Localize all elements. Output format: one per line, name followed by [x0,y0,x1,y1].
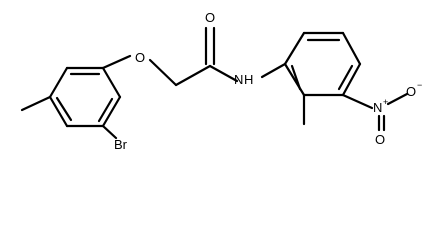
bond [283,31,306,66]
double-bond-inner [97,97,114,123]
molecule-diagram: O O N H Br N + O − O [20,10,422,152]
right-ring [283,31,362,97]
aryl-nitro-bond [341,93,374,110]
double-bond-inner [290,64,302,91]
structure-svg: O O N H Br N + O − O [20,10,422,152]
carbonyl-nitrogen-bond [208,64,239,83]
bond [101,66,122,99]
carbonyl-oxygen-label: O [205,10,215,25]
ether-oxygen-label: O [135,50,145,65]
nitro-negative-charge: − [417,80,422,90]
left-ring [48,66,122,128]
nitro-double-oxygen-label: O [375,132,385,147]
bond [48,66,69,99]
nitrogen-aryl-bond [260,62,287,79]
bond [341,62,362,97]
nitro-positive-charge: + [383,97,388,107]
bromine-label: Br [114,137,128,152]
bond [341,31,362,66]
bond [48,95,69,128]
amide-nitrogen-label: N [234,72,243,87]
double-bond-inner [55,96,73,122]
double-bond-inner [337,64,354,91]
nitro-single-oxygen-label: O [406,84,416,99]
nitro-nitrogen-label: N [373,100,382,115]
amide-hydrogen-label: H [244,72,253,87]
nitro-single-bond [386,92,409,106]
bond [283,62,306,97]
methyl-bond-left [20,95,52,112]
aryl-oxygen-bond [101,54,132,70]
methylene-carbonyl-bond [174,64,212,87]
oxygen-methylene-bond [148,58,178,87]
bond [101,95,122,128]
bromine-bond [101,124,118,140]
